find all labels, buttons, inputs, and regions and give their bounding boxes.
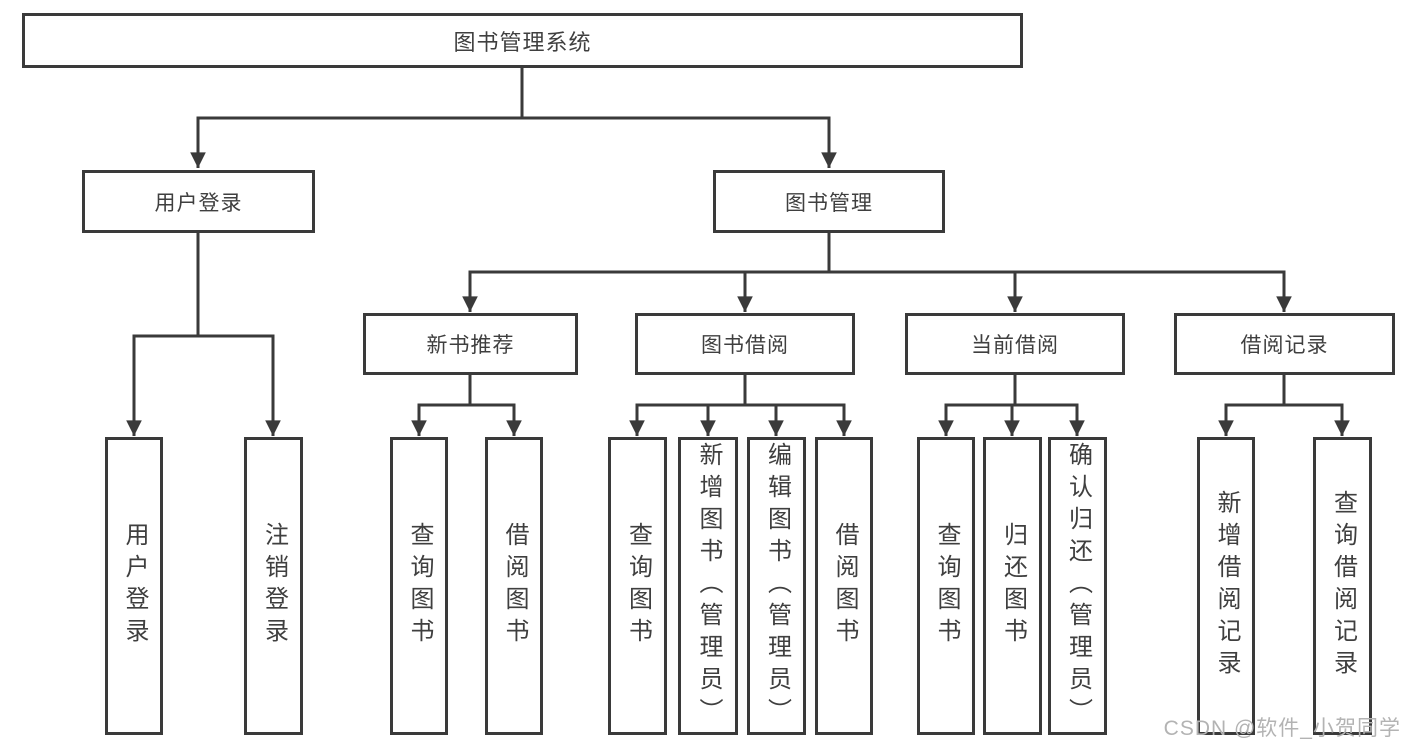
- leaf-user-login: 用户登录: [105, 437, 163, 735]
- leaf-logout: 注销登录: [244, 437, 303, 735]
- node-new-book-recommend: 新书推荐: [363, 313, 578, 375]
- leaf-borrow-books: 借阅图书: [485, 437, 543, 735]
- node-book-management: 图书管理: [713, 170, 945, 233]
- node-book-borrowing: 图书借阅: [635, 313, 855, 375]
- node-label: 注销登录: [260, 522, 288, 650]
- node-label: 借阅图书: [831, 522, 858, 650]
- node-label: 查询图书: [624, 522, 652, 650]
- node-label: 查询图书: [933, 522, 960, 650]
- leaf-query-books: 查询图书: [390, 437, 448, 735]
- node-label: 确认归还（管理员）: [1064, 442, 1092, 730]
- node-label: 新增借阅记录: [1213, 490, 1240, 682]
- leaf-query-borrow-record: 查询借阅记录: [1313, 437, 1372, 735]
- node-current-borrowing: 当前借阅: [905, 313, 1125, 375]
- leaf-confirm-return-admin: 确认归还（管理员）: [1048, 437, 1107, 735]
- watermark: CSDN @软件_小贺同学: [1163, 717, 1401, 740]
- node-label: 图书管理系统: [453, 29, 592, 55]
- node-label: 当前借阅: [971, 334, 1059, 357]
- node-label: 借阅记录: [1240, 334, 1329, 357]
- node-label: 归还图书: [999, 522, 1027, 650]
- node-borrowing-records: 借阅记录: [1174, 313, 1395, 375]
- node-label: 用户登录: [154, 191, 243, 215]
- node-label: 借阅图书: [501, 522, 528, 650]
- node-label: 图书管理: [785, 191, 873, 215]
- leaf-add-book-admin: 新增图书（管理员）: [678, 437, 738, 735]
- node-label: 用户登录: [121, 522, 148, 650]
- node-label: 图书借阅: [701, 334, 789, 357]
- node-root: 图书管理系统: [22, 13, 1023, 68]
- node-label: 编辑图书（管理员）: [763, 442, 791, 730]
- leaf-query-books: 查询图书: [917, 437, 975, 735]
- connector-trunks: [132, 68, 1344, 407]
- node-label: 新增图书（管理员）: [695, 442, 722, 730]
- node-user-login: 用户登录: [82, 170, 315, 233]
- leaf-borrow-books: 借阅图书: [815, 437, 873, 735]
- leaf-edit-book-admin: 编辑图书（管理员）: [747, 437, 806, 735]
- node-label: 查询图书: [406, 522, 433, 650]
- node-label: 查询借阅记录: [1329, 490, 1357, 682]
- leaf-return-books: 归还图书: [983, 437, 1042, 735]
- leaf-query-books: 查询图书: [608, 437, 667, 735]
- leaf-add-borrow-record: 新增借阅记录: [1197, 437, 1255, 735]
- node-label: 新书推荐: [426, 334, 515, 357]
